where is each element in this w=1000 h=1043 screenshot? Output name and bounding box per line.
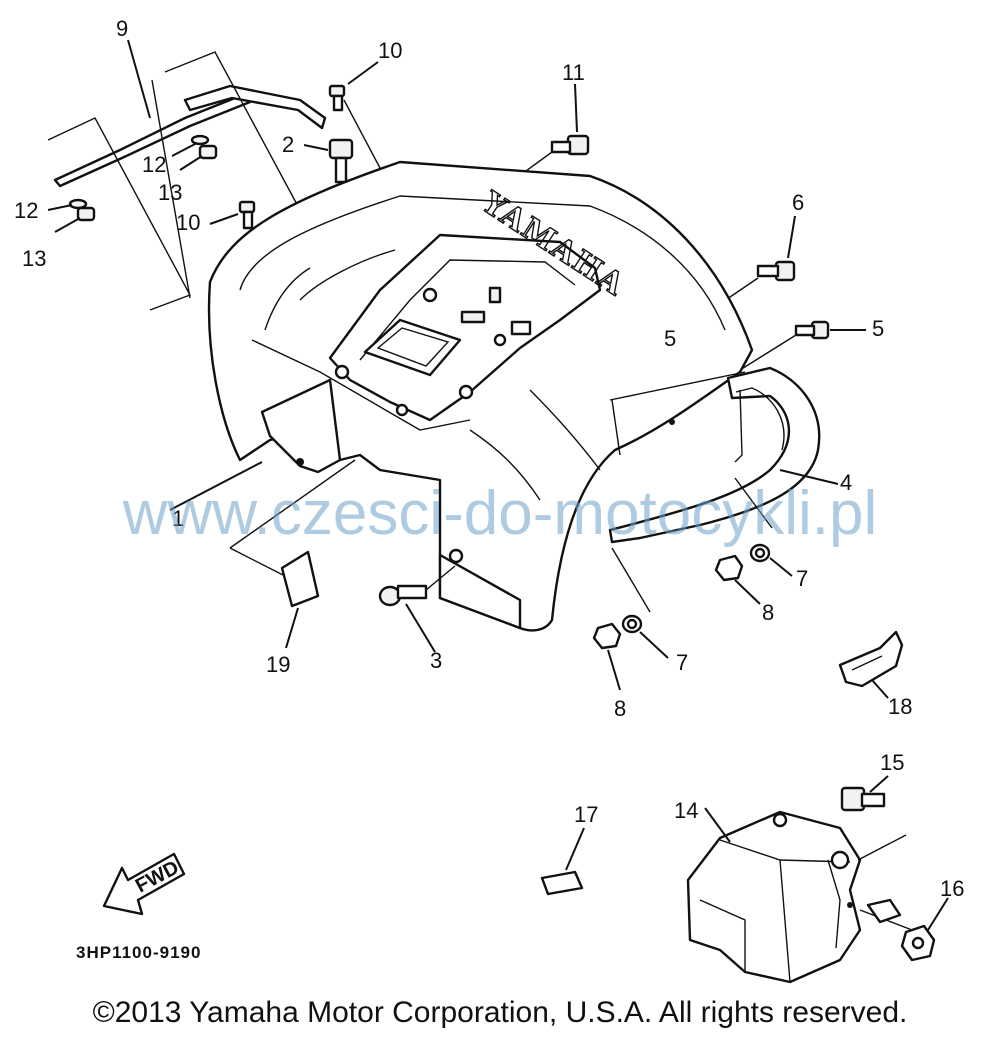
part-15-fastener bbox=[840, 775, 889, 812]
callout-10-top: 10 bbox=[378, 38, 402, 63]
diagram-code: 3HP1100-9190 bbox=[76, 943, 201, 962]
callout-13-upper: 13 bbox=[158, 180, 182, 205]
callout-8-left: 8 bbox=[614, 696, 626, 721]
callout-16: 16 bbox=[940, 876, 964, 901]
callout-5-right: 5 bbox=[872, 316, 884, 341]
part-carrier-rails bbox=[47, 39, 327, 311]
part-bolts-top bbox=[209, 61, 866, 394]
callout-11: 11 bbox=[562, 60, 585, 85]
part-washers-and-caps bbox=[47, 134, 218, 233]
forward-direction-arrow: FWD bbox=[102, 852, 186, 916]
part-19-plate bbox=[169, 459, 356, 649]
part-18-clip bbox=[838, 630, 904, 699]
callout-15: 15 bbox=[880, 750, 904, 775]
callout-17: 17 bbox=[574, 802, 598, 827]
callout-2: 2 bbox=[282, 132, 294, 157]
callout-1: 1 bbox=[172, 506, 184, 531]
callout-7-left: 7 bbox=[676, 650, 688, 675]
part-14-storage-box bbox=[686, 807, 913, 984]
part-16-nut bbox=[900, 897, 949, 962]
callout-18: 18 bbox=[888, 694, 912, 719]
callout-9: 9 bbox=[116, 16, 128, 41]
copyright-notice: ©2013 Yamaha Motor Corporation, U.S.A. A… bbox=[92, 996, 908, 1029]
callout-8-right: 8 bbox=[762, 600, 774, 625]
callout-10-lower: 10 bbox=[176, 210, 200, 235]
callout-labels: 1 2 3 4 5 5 6 7 7 8 8 9 10 10 11 12 12 1… bbox=[14, 16, 964, 901]
callout-7-right: 7 bbox=[796, 566, 808, 591]
callout-3: 3 bbox=[430, 648, 442, 673]
part-side-guard bbox=[608, 366, 839, 613]
callout-12-lower: 12 bbox=[14, 198, 38, 223]
callout-12-upper: 12 bbox=[142, 152, 166, 177]
callout-6: 6 bbox=[792, 190, 804, 215]
callout-5-left: 5 bbox=[664, 326, 676, 351]
part-bolt-3 bbox=[378, 565, 456, 653]
part-rear-fender: YAMAHA bbox=[207, 160, 754, 632]
part-washers-and-nuts bbox=[592, 543, 793, 691]
callout-13-lower: 13 bbox=[22, 246, 46, 271]
part-17-pad bbox=[540, 827, 585, 896]
callout-19: 19 bbox=[266, 652, 290, 677]
callout-4: 4 bbox=[840, 470, 852, 495]
callout-14: 14 bbox=[674, 798, 698, 823]
